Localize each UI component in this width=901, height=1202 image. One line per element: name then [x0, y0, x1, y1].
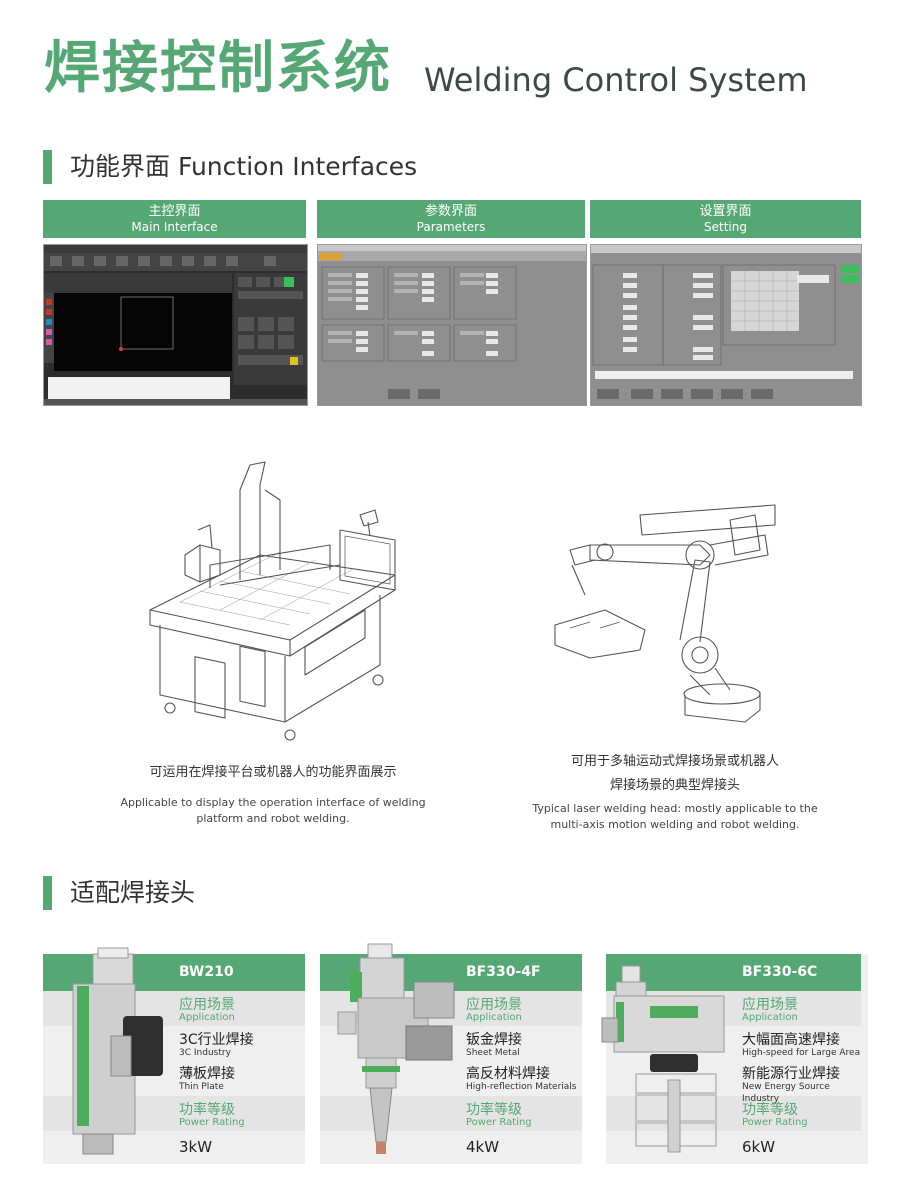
robot-caption-cn-1: 可用于多轴运动式焊接场景或机器人	[570, 754, 779, 769]
main-interface-screenshot	[43, 244, 308, 406]
power-value: 3kW	[179, 1138, 213, 1156]
robot-caption-en-2: multi-axis motion welding and robot weld…	[550, 818, 800, 831]
tab-label-cn: 参数界面	[424, 204, 477, 219]
application-label-en: Application	[742, 1012, 798, 1023]
robot-caption-en-1: Typical laser welding head: mostly appli…	[532, 802, 818, 815]
power-value: 6kW	[742, 1138, 776, 1156]
application-value-en: New Energy Source Industry	[742, 1082, 830, 1104]
welding-head-image	[601, 965, 725, 1153]
product-name: BF330-4F	[466, 964, 541, 980]
section-marker	[43, 876, 52, 910]
platform-caption-en-2: platform and robot welding.	[196, 812, 350, 825]
page-title-cn: 焊接控制系统	[44, 36, 392, 101]
product-name: BW210	[179, 964, 234, 980]
card-header	[606, 954, 861, 991]
application-value: 薄板焊接	[179, 1066, 235, 1082]
welding-platform-illustration	[140, 460, 410, 750]
tab-label-cn: 设置界面	[699, 204, 752, 219]
platform-caption-cn: 可运用在焊接平台或机器人的功能界面展示	[149, 765, 397, 780]
setting-screenshot	[590, 244, 862, 406]
application-label: 应用场景	[179, 997, 235, 1013]
application-value: 新能源行业焊接	[742, 1066, 840, 1082]
application-label-en: Application	[179, 1012, 235, 1023]
section-marker	[43, 150, 52, 184]
platform-caption-en-1: Applicable to display the operation inte…	[120, 796, 426, 809]
welding-head-image	[72, 947, 163, 1155]
product-card-bw210: BW210 应用场景 Application 3C行业焊接 3C Industr…	[43, 947, 305, 1164]
application-label-en: Application	[466, 1012, 522, 1023]
application-value: 钣金焊接	[466, 1032, 522, 1048]
welding-head-image	[337, 943, 455, 1154]
card-row	[320, 1096, 582, 1131]
product-name: BF330-6C	[742, 964, 818, 980]
tab-main-interface[interactable]: 主控界面 Main Interface	[43, 200, 306, 238]
application-value: 大幅面高速焊接	[742, 1032, 840, 1048]
card-row	[606, 1096, 861, 1131]
page-title-en: Welding Control System	[424, 61, 808, 99]
tab-label-en: Main Interface	[131, 220, 218, 234]
section-title-heads: 适配焊接头	[70, 878, 196, 907]
power-label-en: Power Rating	[466, 1117, 532, 1128]
application-value-en: 3C Industry	[179, 1048, 231, 1058]
tab-label-en: Parameters	[416, 220, 486, 234]
tab-parameters[interactable]: 参数界面 Parameters	[317, 200, 585, 238]
product-card-bf330-4f: BF330-4F 应用场景 Application 钣金焊接 Sheet Met…	[320, 943, 582, 1164]
section-title-function: 功能界面 Function Interfaces	[70, 152, 418, 181]
application-value-en: Thin Plate	[179, 1082, 224, 1092]
power-label: 功率等级	[742, 1102, 798, 1118]
parameters-screenshot	[317, 244, 587, 406]
robot-arm-illustration	[550, 500, 780, 730]
power-label: 功率等级	[466, 1102, 522, 1118]
tab-label-en: Setting	[704, 220, 747, 234]
product-card-bf330-6c: BF330-6C 应用场景 Application 大幅面高速焊接 High-s…	[601, 954, 868, 1164]
application-label: 应用场景	[742, 997, 798, 1013]
power-label-en: Power Rating	[742, 1117, 808, 1128]
application-value-en: Sheet Metal	[466, 1048, 520, 1058]
robot-caption-cn-2: 焊接场景的典型焊接头	[609, 778, 740, 793]
application-value-en: High-speed for Large Area	[742, 1048, 861, 1058]
application-value-en: High-reflection Materials	[466, 1082, 577, 1092]
tab-setting[interactable]: 设置界面 Setting	[590, 200, 861, 238]
tab-label-cn: 主控界面	[148, 204, 201, 219]
power-label: 功率等级	[179, 1102, 235, 1118]
power-value: 4kW	[466, 1138, 500, 1156]
application-value: 3C行业焊接	[179, 1032, 254, 1048]
application-label: 应用场景	[466, 997, 522, 1013]
application-value: 高反材料焊接	[466, 1066, 550, 1082]
power-label-en: Power Rating	[179, 1117, 245, 1128]
